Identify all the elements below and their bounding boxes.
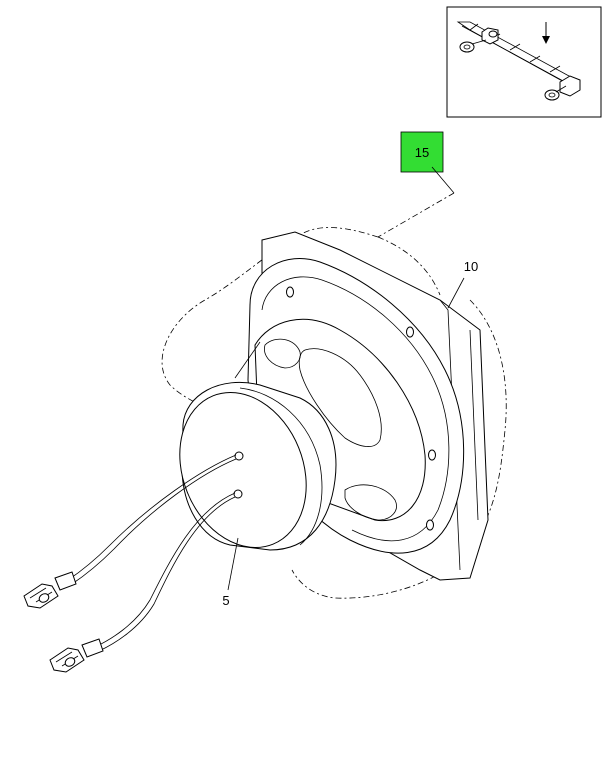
connector-terminal-lower: [49, 638, 104, 673]
wire-leads: [67, 454, 237, 652]
callout-5-leader: [227, 537, 239, 591]
locator-inset-icon: [456, 21, 581, 101]
callout-10-label: 10: [464, 259, 478, 274]
callout-15-label: 15: [415, 145, 429, 160]
callout-5[interactable]: 5: [222, 537, 239, 608]
callout-15[interactable]: 15: [400, 131, 444, 173]
callout-10-leader: [447, 277, 465, 309]
callout-5-label: 5: [222, 593, 229, 608]
connector-terminal-upper: [23, 571, 77, 609]
speaker-magnet: [179, 381, 337, 551]
down-arrow-icon: [542, 22, 550, 44]
callout-15-highlight: [400, 131, 444, 173]
callout-10[interactable]: 10: [447, 259, 478, 309]
locator-inset: [446, 6, 602, 118]
callout-15-leader: [377, 166, 455, 238]
